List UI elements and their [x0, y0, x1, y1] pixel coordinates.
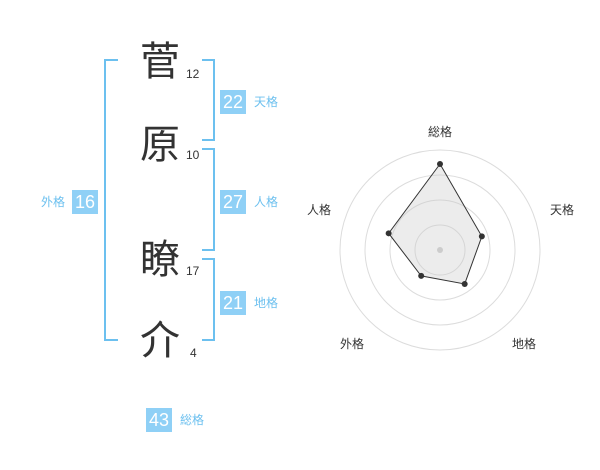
stroke-count-4: 4 [190, 346, 197, 360]
radar-ring-4 [339, 149, 541, 351]
radar-axis-label-jinkaku: 人格 [307, 203, 332, 217]
name-char-4: 介 [140, 318, 180, 364]
stroke-count-3: 17 [186, 264, 200, 278]
radar-axis-label-soukaku: 総格 [428, 125, 453, 139]
chikaku-label: 地格 [254, 296, 279, 310]
radar-point-0 [437, 161, 443, 167]
radar-axis-label-tenkaku: 天格 [550, 203, 575, 217]
jinkaku-bracket [202, 148, 215, 251]
jinkaku-label: 人格 [254, 195, 279, 209]
stroke-count-1: 12 [186, 67, 200, 81]
radar-axis-label-gaikaku: 外格 [340, 337, 365, 351]
name-char-2: 原 [140, 122, 180, 168]
tenkaku-score: 22 [220, 90, 247, 114]
soukaku-label: 総格 [180, 413, 205, 427]
tenkaku-label: 天格 [254, 95, 279, 109]
gaikaku-bracket [104, 59, 118, 341]
gaikaku-score: 16 [72, 190, 99, 214]
radar-ring-3 [364, 174, 516, 326]
jinkaku-score: 27 [220, 190, 247, 214]
chikaku-score: 21 [220, 291, 247, 315]
radar-point-4 [385, 230, 392, 237]
radar-center [437, 247, 443, 253]
radar-point-2 [461, 280, 468, 287]
radar-point-1 [478, 233, 485, 240]
name-char-1: 菅 [140, 39, 180, 85]
name-char-3: 瞭 [140, 237, 180, 283]
chikaku-bracket [202, 258, 215, 341]
radar-polygon [388, 163, 483, 285]
radar-ring-2 [389, 199, 491, 301]
radar-axis-label-chikaku: 地格 [512, 337, 537, 351]
stroke-count-2: 10 [186, 148, 200, 162]
radar-point-3 [418, 272, 425, 279]
soukaku-score: 43 [146, 408, 173, 432]
radar-ring-1 [414, 224, 466, 276]
tenkaku-bracket [202, 59, 215, 141]
gaikaku-label: 外格 [41, 195, 66, 209]
